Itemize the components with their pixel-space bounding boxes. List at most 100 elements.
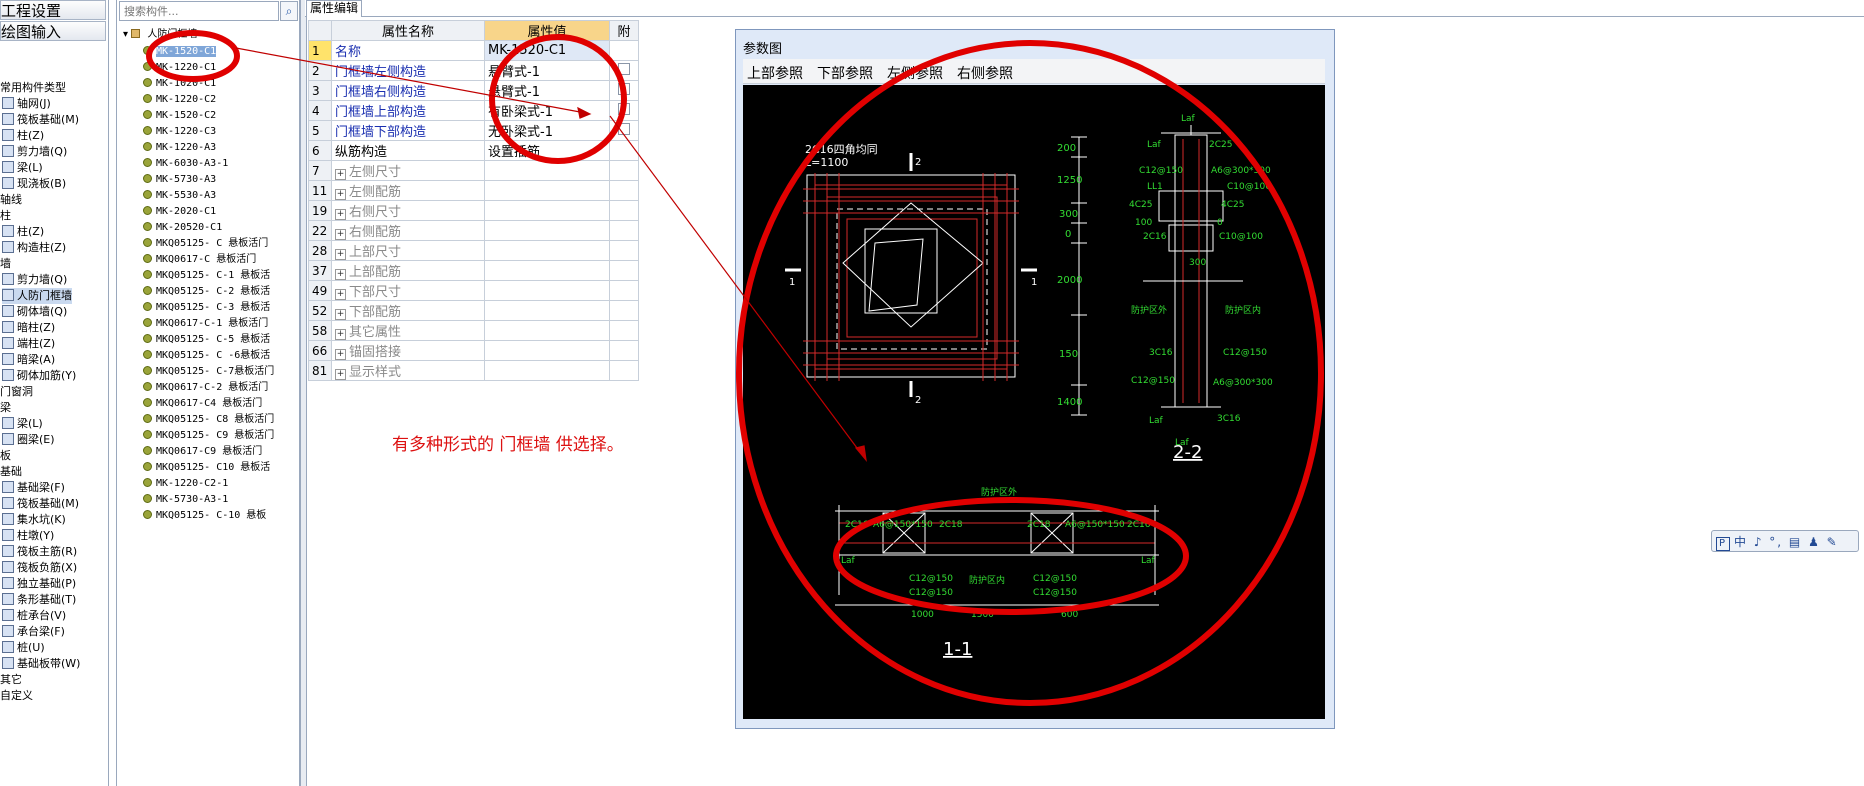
tree-item[interactable]: MKQ05125- C-2 悬板活 [143,284,270,300]
nav-group[interactable]: 常用构件类型 [0,80,66,96]
attach-checkbox[interactable] [618,122,630,135]
nav-item[interactable]: 集水坑(K) [2,512,66,528]
tree-root[interactable]: ▾ 人防门框墙 [123,27,197,43]
tree-item[interactable]: MKQ05125- C-3 悬板活 [143,300,270,316]
nav-group[interactable]: 梁 [0,400,11,416]
property-row[interactable]: 49+下部尺寸 [308,280,639,301]
nav-item[interactable]: 筏板负筋(X) [2,560,77,576]
tree-item[interactable]: MK-1020-C1 [143,76,216,92]
nav-item[interactable]: 构造柱(Z) [2,240,66,256]
nav-item[interactable]: 砌体加筋(Y) [2,368,76,384]
tree-item[interactable]: MK-5730-A3-1 [143,492,228,508]
nav-item[interactable]: 柱墩(Y) [2,528,54,544]
nav-group[interactable]: 其它 [0,672,22,688]
expand-icon[interactable]: + [335,229,346,240]
tree-item[interactable]: MK-20520-C1 [143,220,222,236]
nav-group[interactable]: 门窗洞 [0,384,33,400]
nav-group[interactable]: 自定义 [0,688,33,704]
tree-item[interactable]: MK-1520-C1 [143,44,217,60]
tree-item[interactable]: MK-2020-C1 [143,204,216,220]
ime-logo-icon[interactable]: P [1716,537,1730,551]
property-value-cell[interactable] [484,340,610,361]
nav-item[interactable]: 现浇板(B) [2,176,66,192]
expand-icon[interactable]: + [335,169,346,180]
menu-left-ref[interactable]: 左侧参照 [887,66,943,82]
attach-checkbox[interactable] [618,82,630,95]
property-value-cell[interactable]: 悬臂式-1 [484,60,610,81]
property-value-cell[interactable]: 悬臂式-1 [484,80,610,101]
attach-cell[interactable] [609,100,639,121]
property-row[interactable]: 58+其它属性 [308,320,639,341]
expand-icon[interactable]: + [335,309,346,320]
tree-item[interactable]: MK-1220-C2-1 [143,476,228,492]
property-value-cell[interactable] [484,220,610,241]
property-row[interactable]: 28+上部尺寸 [308,240,639,261]
nav-item[interactable]: 柱(Z) [2,128,44,144]
nav-group[interactable]: 墙 [0,256,11,272]
attach-cell[interactable] [609,60,639,81]
tree-item[interactable]: MK-5730-A3 [143,172,216,188]
tree-item[interactable]: MK-5530-A3 [143,188,216,204]
property-value-cell[interactable]: MK-1520-C1 [484,40,610,61]
property-value-cell[interactable] [484,300,610,321]
collapse-icon[interactable]: ▾ [123,29,129,40]
search-icon[interactable]: ⌕ [280,1,298,21]
nav-item[interactable]: 剪力墙(Q) [2,144,67,160]
property-value-cell[interactable]: 有卧梁式-1 [484,100,610,121]
expand-icon[interactable]: + [335,269,346,280]
tree-item[interactable]: MK-1220-C3 [143,124,216,140]
property-value-cell[interactable]: 设置插筋 [484,140,610,161]
expand-icon[interactable]: + [335,369,346,380]
nav-group[interactable]: 板 [0,448,11,464]
tree-item[interactable]: MK-1520-C2 [143,108,216,124]
tree-item[interactable]: MK-1220-A3 [143,140,216,156]
tree-item[interactable]: MKQ05125- C-10 悬板 [143,508,266,524]
nav-item[interactable]: 圈梁(E) [2,432,55,448]
nav-item[interactable]: 基础梁(F) [2,480,65,496]
nav-item[interactable]: 桩(U) [2,640,45,656]
menu-bottom-ref[interactable]: 下部参照 [817,66,873,82]
nav-item[interactable]: 桩承台(V) [2,608,66,624]
tree-item[interactable]: MKQ0617-C9 悬板活门 [143,444,262,460]
property-value-cell[interactable] [484,320,610,341]
property-row[interactable]: 66+锚固搭接 [308,340,639,361]
tree-item[interactable]: MK-1220-C2 [143,92,216,108]
property-row[interactable]: 37+上部配筋 [308,260,639,281]
property-value-cell[interactable] [484,260,610,281]
property-value-cell[interactable] [484,160,610,181]
attach-checkbox[interactable] [618,102,630,115]
nav-header-drawing-input[interactable]: 绘图输入 [0,21,106,41]
nav-item[interactable]: 梁(L) [2,416,43,432]
nav-item[interactable]: 暗梁(A) [2,352,55,368]
menu-right-ref[interactable]: 右侧参照 [957,66,1013,82]
expand-icon[interactable]: + [335,289,346,300]
property-value-cell[interactable] [484,180,610,201]
nav-item[interactable]: 梁(L) [2,160,43,176]
nav-item[interactable]: 筏板基础(M) [2,496,79,512]
nav-item[interactable]: 人防门框墙 [2,288,72,304]
nav-item[interactable]: 条形基础(T) [2,592,76,608]
nav-group[interactable]: 基础 [0,464,22,480]
search-input[interactable] [119,1,279,21]
property-row[interactable]: 52+下部配筋 [308,300,639,321]
tree-item[interactable]: MKQ05125- C-7悬板活门 [143,364,274,380]
expand-icon[interactable]: + [335,189,346,200]
nav-item[interactable]: 轴网(J) [2,96,51,112]
property-row[interactable]: 11+左侧配筋 [308,180,639,201]
tree-item[interactable]: MKQ05125- C-1 悬板活 [143,268,270,284]
property-row[interactable]: 7+左侧尺寸 [308,160,639,181]
tree-item[interactable]: MK-6030-A3-1 [143,156,228,172]
nav-item[interactable]: 基础板带(W) [2,656,80,672]
property-value-cell[interactable] [484,200,610,221]
property-row[interactable]: 81+显示样式 [308,360,639,381]
tree-item[interactable]: MKQ0617-C4 悬板活门 [143,396,262,412]
attach-cell[interactable] [609,80,639,101]
expand-icon[interactable]: + [335,249,346,260]
nav-item[interactable]: 独立基础(P) [2,576,76,592]
